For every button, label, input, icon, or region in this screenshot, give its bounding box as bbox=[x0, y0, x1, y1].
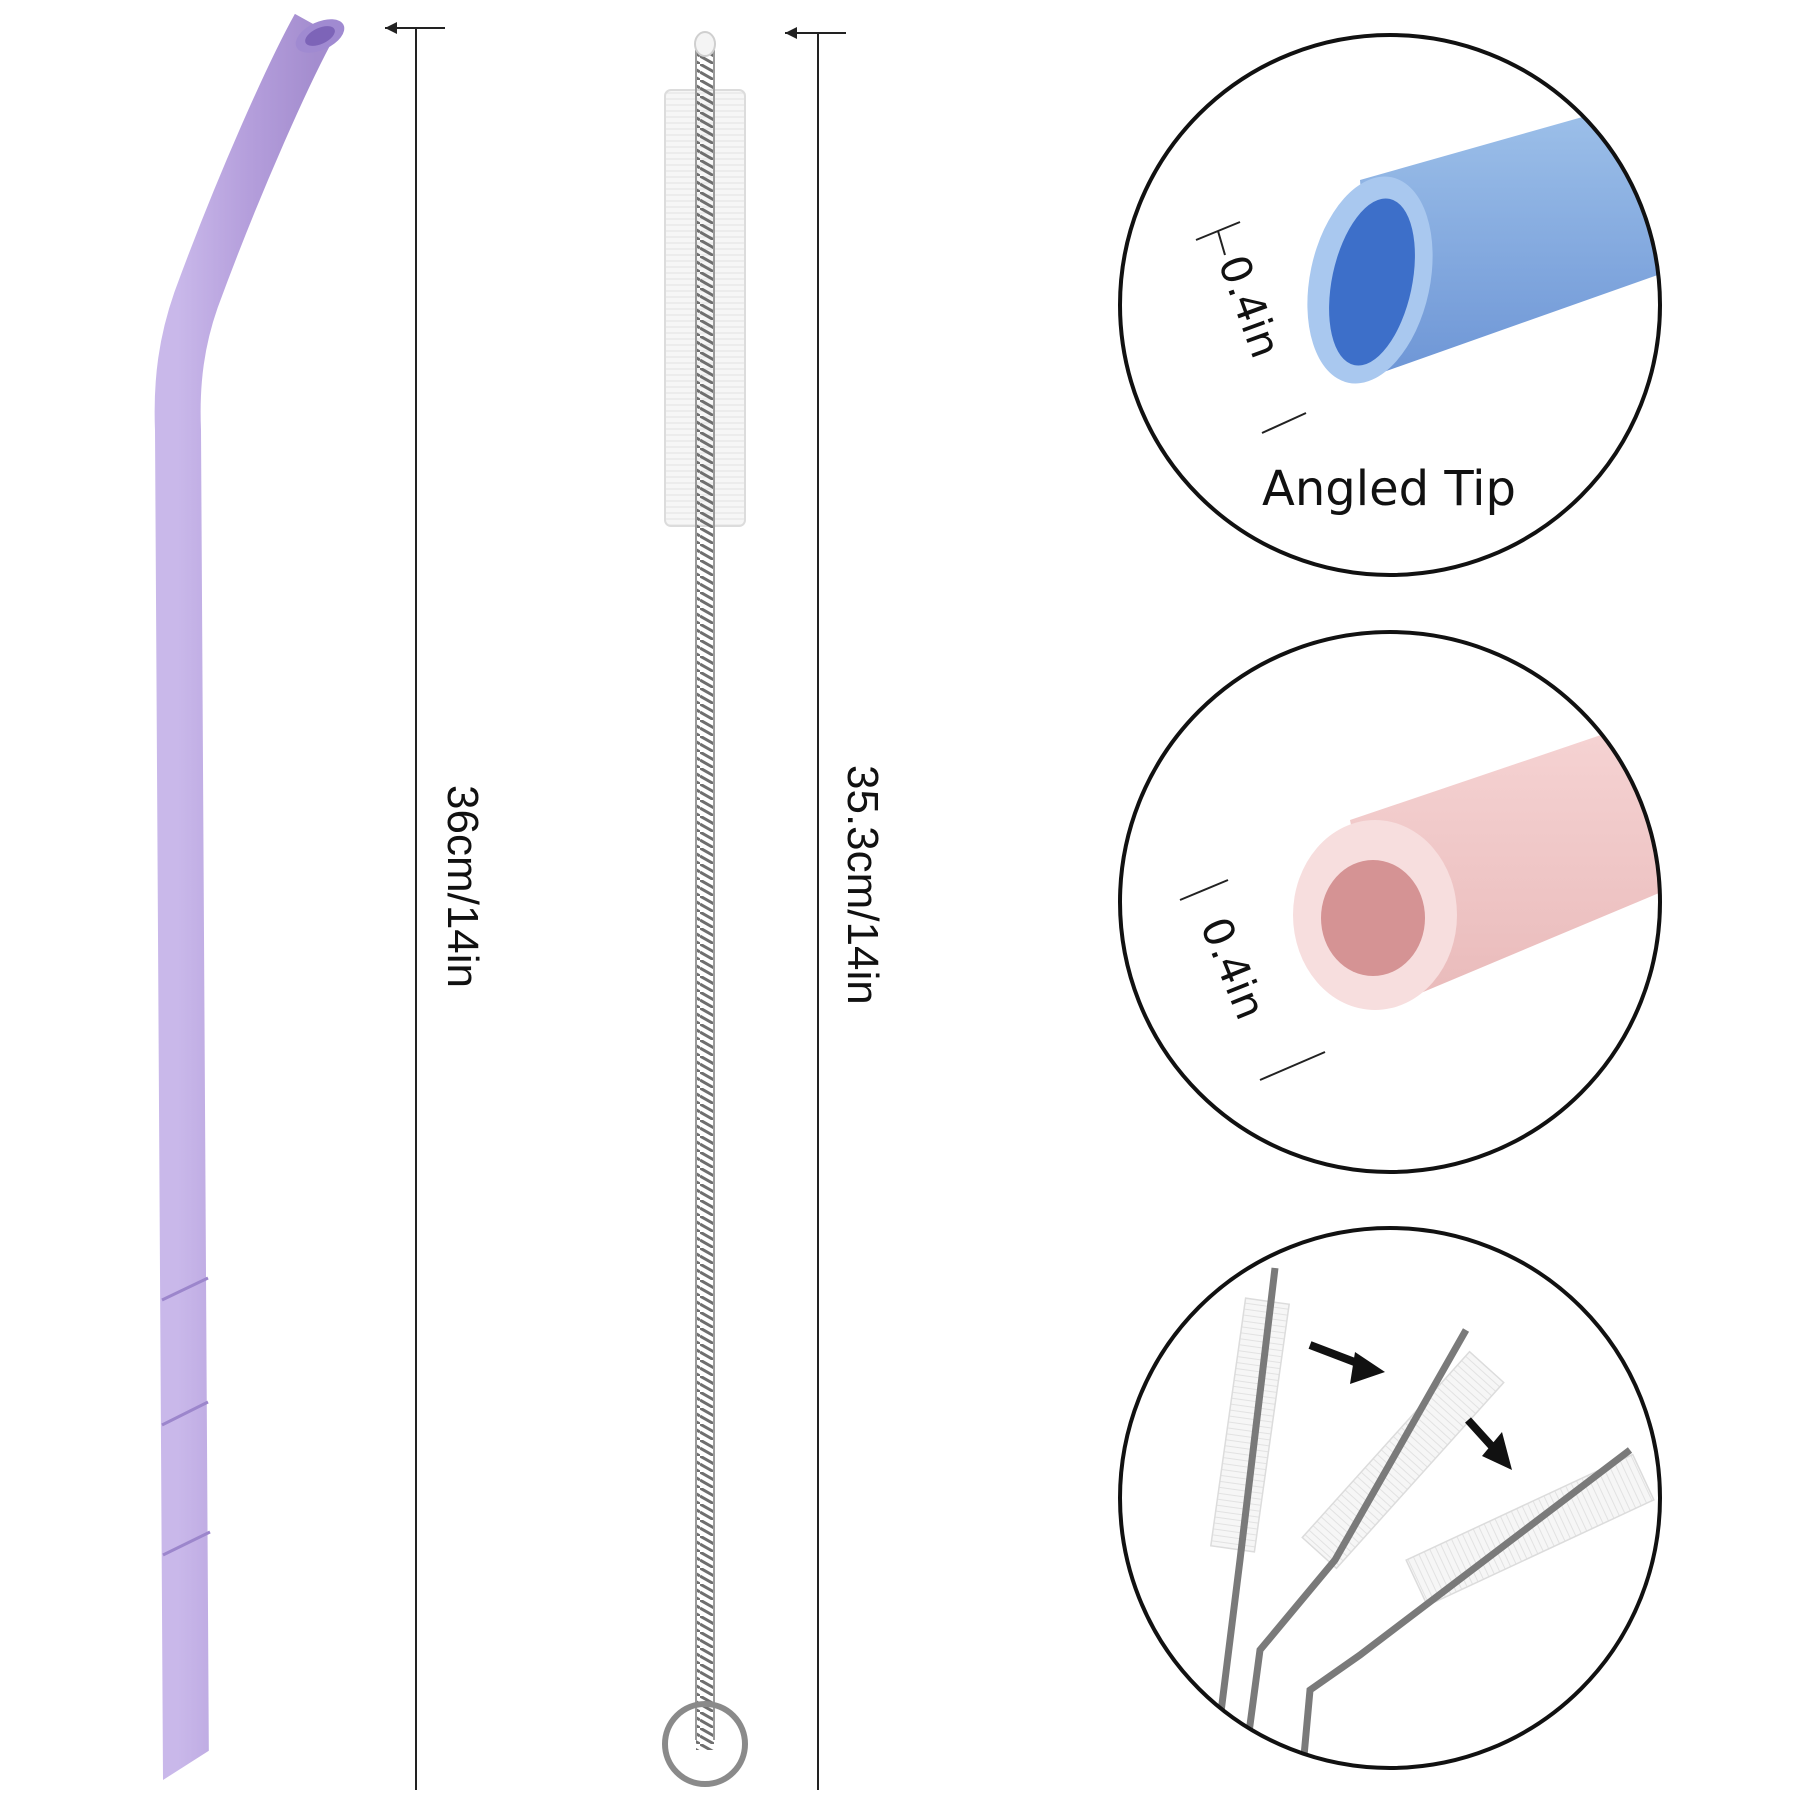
brush-dimension: 35.3cm/14in bbox=[785, 27, 887, 1790]
brush-full-bend bbox=[1296, 1447, 1655, 1768]
flexible-brush-callout bbox=[1118, 1226, 1662, 1770]
brush-tip-cap bbox=[694, 31, 716, 57]
brush-slight-bend bbox=[1236, 1328, 1505, 1768]
blue-straw-tube bbox=[1360, 95, 1660, 375]
brush-length-label: 35.3cm/14in bbox=[838, 765, 887, 1005]
straw-cut-line bbox=[161, 1400, 209, 1427]
blue-straw-opening bbox=[1329, 198, 1415, 366]
silicone-straw bbox=[154, 13, 345, 1790]
pink-straw-opening bbox=[1321, 860, 1425, 976]
straw-length-label: 36cm/14in bbox=[438, 785, 487, 988]
straw-cut-line bbox=[162, 1530, 211, 1557]
straw-dimension: 36cm/14in bbox=[385, 22, 487, 1790]
pink-end-callout: 0.4in bbox=[1118, 630, 1662, 1174]
straw-body bbox=[154, 13, 336, 1781]
arrow-right-down-icon bbox=[1465, 1417, 1512, 1470]
straw-angled-bottom bbox=[163, 1750, 210, 1790]
brush-handle-loop bbox=[662, 1701, 748, 1787]
angled-tip-callout: 0.4in Angled Tip bbox=[1118, 33, 1662, 577]
arrow-left-icon bbox=[385, 22, 397, 34]
arrow-left-icon bbox=[785, 27, 797, 39]
brush-wire-twist bbox=[696, 50, 714, 1750]
straw-cut-line bbox=[161, 1276, 209, 1302]
angled-tip-label: Angled Tip bbox=[1262, 461, 1516, 517]
arrow-right-down-icon bbox=[1308, 1341, 1385, 1384]
cleaning-brush bbox=[662, 31, 748, 1787]
